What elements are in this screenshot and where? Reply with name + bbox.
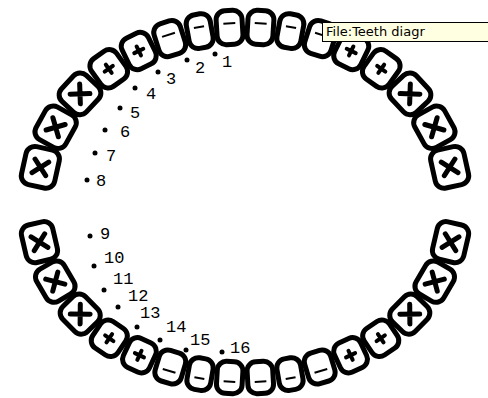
tooth-outline: [275, 12, 305, 50]
tooth: [185, 356, 214, 392]
callout-dot: [85, 178, 90, 183]
tooth: [247, 361, 274, 394]
callout-dot: [102, 288, 107, 293]
callout-number: 10: [104, 250, 124, 267]
callout-dot: [93, 151, 98, 156]
tooth-outline: [247, 361, 274, 394]
tooth: [20, 145, 62, 190]
tooth-cusp: [374, 62, 388, 76]
tooth: [246, 10, 274, 46]
callout-number: 5: [130, 105, 140, 122]
callout-number: 15: [190, 332, 210, 349]
tooth: [302, 348, 337, 387]
tooth-edge: [224, 380, 236, 383]
tooth-edge: [162, 33, 175, 37]
tooth-outline: [153, 348, 188, 387]
tooth-outline: [20, 145, 62, 190]
callout-dot: [158, 338, 163, 343]
tooth-cusp: [425, 272, 444, 291]
callout-number: 12: [128, 288, 148, 305]
tooth-edge: [315, 369, 328, 373]
tooth: [20, 220, 60, 265]
tooth-outline: [151, 18, 188, 59]
callout-number: 9: [100, 226, 110, 243]
tooth: [185, 12, 215, 50]
callout-dot: [185, 58, 190, 63]
tooth-cusp: [46, 118, 65, 137]
callout-dot: [118, 106, 123, 111]
tooth-cusp: [400, 304, 420, 324]
tooth-cusp: [32, 159, 49, 176]
callout-number: 1: [222, 54, 232, 71]
tooth-cusp: [441, 159, 458, 176]
tooth-cusp: [133, 349, 146, 362]
tooth-outline: [20, 220, 60, 265]
tooth-outline: [246, 10, 274, 46]
tooth: [431, 220, 471, 265]
callout-dot: [220, 350, 225, 355]
tooth-edge: [286, 377, 296, 379]
tooth: [429, 145, 471, 190]
tooth-cusp: [344, 349, 357, 362]
tooth-outline: [429, 145, 471, 190]
tooth: [151, 18, 188, 59]
tooth-edge: [163, 369, 176, 373]
callout-number: 11: [113, 271, 133, 288]
tooth: [153, 348, 188, 387]
callout-number: 7: [106, 148, 116, 165]
tooth-edge: [286, 26, 296, 28]
tooth-cusp: [46, 272, 65, 291]
callout-number: 3: [166, 71, 176, 88]
callout-dot: [92, 264, 97, 269]
tooth-cusp: [400, 84, 420, 104]
tooth: [275, 12, 305, 50]
tooth-cusp: [31, 234, 48, 251]
callout-dot: [88, 234, 93, 239]
tooth-outline: [216, 361, 243, 394]
tooltip-text: File:Teeth diagr: [322, 22, 488, 42]
callout-dot: [184, 348, 189, 353]
tooth-cusp: [374, 331, 388, 345]
tooth-outline: [431, 220, 471, 265]
tooth-outline: [275, 356, 304, 392]
callout-number: 16: [230, 340, 250, 357]
tooth-edge: [255, 380, 267, 383]
callout-dot: [103, 128, 108, 133]
callout-number: 13: [140, 305, 160, 322]
tooth: [216, 361, 243, 394]
tooth-outline: [185, 12, 215, 50]
tooth-outline: [216, 10, 244, 46]
tooth-cusp: [70, 84, 90, 104]
tooth-outline: [302, 348, 337, 387]
tooth-edge: [194, 26, 204, 28]
tooth-cusp: [102, 331, 116, 345]
tooth-cusp: [425, 118, 444, 137]
tooth-cusp: [70, 304, 90, 324]
callout-number: 14: [166, 319, 186, 336]
callout-dot: [133, 86, 138, 91]
callout-dot: [116, 305, 121, 310]
tooth-outline: [185, 356, 214, 392]
tooth: [216, 10, 244, 46]
tooth-cusp: [102, 62, 116, 76]
callout-dot: [135, 325, 140, 330]
tooth-edge: [194, 377, 204, 379]
tooth: [275, 356, 304, 392]
callout-number: 8: [96, 173, 106, 190]
callout-number: 2: [195, 60, 205, 77]
callout-dot: [156, 70, 161, 75]
tooth-cusp: [442, 234, 459, 251]
tooth-cusp: [345, 44, 358, 57]
callout-number: 6: [120, 124, 130, 141]
callout-number: 4: [146, 86, 156, 103]
tooth-edge: [223, 22, 235, 25]
tooth-cusp: [132, 44, 145, 57]
callout-dot: [213, 52, 218, 57]
tooth-edge: [255, 22, 267, 25]
